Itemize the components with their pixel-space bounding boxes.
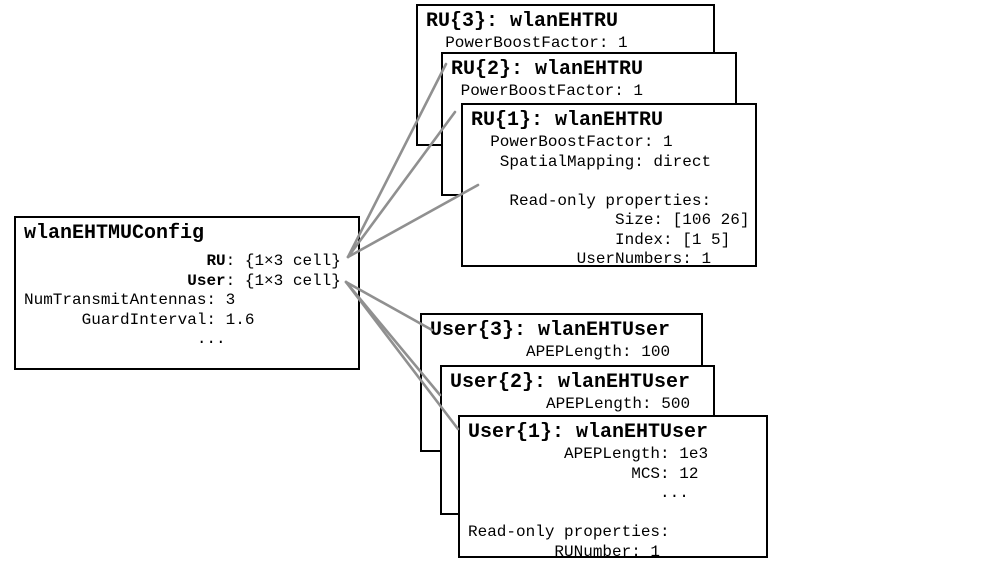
property-line: MCS: 12 bbox=[468, 464, 699, 483]
property-line bbox=[471, 172, 755, 192]
box-title: User{1}: wlanEHTUser bbox=[468, 421, 709, 444]
box-properties: APEPLength: 500 bbox=[450, 395, 713, 415]
box-title: RU{3}: wlanEHTRU bbox=[426, 10, 619, 33]
ru-box-1: RU{1}: wlanEHTRU PowerBoostFactor: 1 Spa… bbox=[461, 103, 757, 267]
property-line: APEPLength: 100 bbox=[430, 343, 671, 361]
property-line: PowerBoostFactor: 1 bbox=[471, 133, 673, 151]
property-line: Read-only properties: bbox=[468, 523, 670, 541]
property-line: SpatialMapping: direct bbox=[471, 152, 712, 171]
property-line: ... bbox=[468, 484, 689, 502]
property-line bbox=[468, 504, 766, 524]
box-properties: PowerBoostFactor: 1 SpatialMapping: dire… bbox=[471, 133, 755, 267]
property-line: UserNumbers: 1 bbox=[471, 250, 712, 267]
box-properties: RU: {1×3 cell} User: {1×3 cell}NumTransm… bbox=[24, 252, 358, 350]
property-line: RU: {1×3 cell} bbox=[206, 252, 341, 270]
property-line: PowerBoostFactor: 1 bbox=[451, 82, 644, 100]
user-box-1: User{1}: wlanEHTUser APEPLength: 1e3 MCS… bbox=[458, 415, 768, 558]
box-properties: PowerBoostFactor: 1 bbox=[451, 82, 735, 102]
box-title: wlanEHTMUConfig bbox=[24, 222, 205, 245]
property-line: NumTransmitAntennas: 3 bbox=[24, 291, 236, 309]
property-line: ... bbox=[24, 330, 226, 348]
property-line: Read-only properties: bbox=[471, 191, 712, 210]
property-line: Size: [106 26] bbox=[471, 211, 750, 229]
box-properties: APEPLength: 1e3 MCS: 12 ... Read-only pro… bbox=[468, 445, 766, 558]
property-line: RUNumber: 1 bbox=[468, 542, 661, 558]
box-title: RU{1}: wlanEHTRU bbox=[471, 109, 664, 132]
box-title: RU{2}: wlanEHTRU bbox=[451, 58, 644, 81]
box-properties: APEPLength: 100 bbox=[430, 343, 701, 363]
property-line: PowerBoostFactor: 1 bbox=[426, 34, 628, 52]
property-line: APEPLength: 500 bbox=[450, 395, 691, 413]
box-properties: PowerBoostFactor: 1 bbox=[426, 34, 713, 54]
property-line: User: {1×3 cell} bbox=[187, 271, 341, 290]
property-line: APEPLength: 1e3 bbox=[468, 445, 709, 463]
wlan-eht-mu-config-box: wlanEHTMUConfig RU: {1×3 cell} User: {1×… bbox=[14, 216, 360, 370]
property-line: GuardInterval: 1.6 bbox=[24, 310, 255, 329]
box-title: User{2}: wlanEHTUser bbox=[450, 371, 691, 394]
property-line: Index: [1 5] bbox=[471, 230, 731, 249]
box-title: User{3}: wlanEHTUser bbox=[430, 319, 671, 342]
